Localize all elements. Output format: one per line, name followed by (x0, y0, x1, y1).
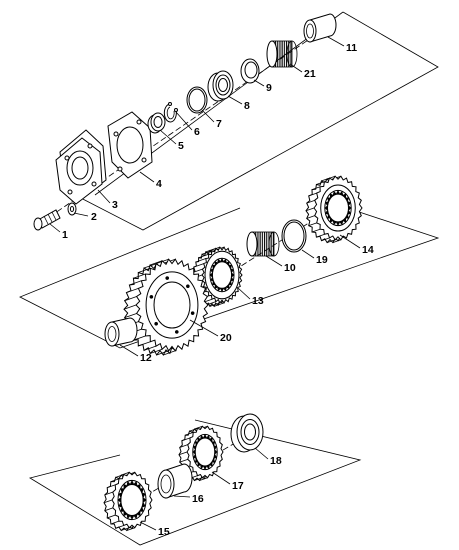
label-part-16: 16 (192, 493, 204, 505)
label-part-10: 10 (284, 262, 296, 274)
label-part-17: 17 (232, 480, 244, 492)
label-part-3: 3 (112, 199, 118, 211)
circlip-part (163, 102, 178, 123)
leader-lines (49, 36, 361, 531)
label-part-8: 8 (244, 100, 250, 112)
label-part-20: 20 (220, 332, 232, 344)
label-part-19: 19 (316, 254, 328, 266)
section-outline-middle (19, 204, 440, 349)
label-part-11: 11 (346, 42, 357, 54)
label-part-4: 4 (156, 178, 162, 190)
thrust-washer-part (240, 58, 260, 84)
bolt-part (33, 209, 61, 231)
label-part-13: 13 (252, 295, 264, 307)
gear-part-15 (103, 471, 153, 532)
gear-part-20 (123, 258, 209, 356)
gear-part-14 (305, 175, 363, 244)
bushing-part-top (303, 13, 337, 43)
ball-bearing-part (207, 70, 234, 102)
needle-bearing-part-10 (246, 231, 280, 257)
oil-seal-part (147, 112, 166, 134)
lock-washer-part (67, 202, 77, 216)
needle-bearing-part (266, 40, 298, 68)
label-part-15: 15 (158, 526, 170, 538)
part-number-labels: 1 2 3 4 5 6 7 8 9 21 11 14 19 10 13 20 1… (62, 42, 374, 538)
bushing-part-16 (157, 463, 193, 499)
retaining-ring-part (186, 86, 208, 114)
label-part-2: 2 (91, 211, 97, 223)
label-part-9: 9 (266, 82, 272, 94)
label-part-18: 18 (270, 455, 282, 467)
gasket-part (107, 111, 153, 179)
label-part-1: 1 (62, 229, 68, 241)
label-part-14: 14 (362, 244, 374, 256)
ball-bearing-part-18 (230, 413, 264, 453)
label-part-5: 5 (178, 140, 184, 152)
label-part-12: 12 (140, 352, 152, 364)
label-part-6: 6 (194, 126, 200, 138)
snap-ring-part (281, 219, 307, 253)
bearing-cover-part (55, 129, 107, 205)
bushing-part-12 (104, 317, 138, 347)
label-part-7: 7 (216, 118, 222, 130)
gear-part-17 (178, 425, 224, 482)
section-outline-bottom (28, 419, 362, 546)
label-part-21: 21 (304, 68, 316, 80)
